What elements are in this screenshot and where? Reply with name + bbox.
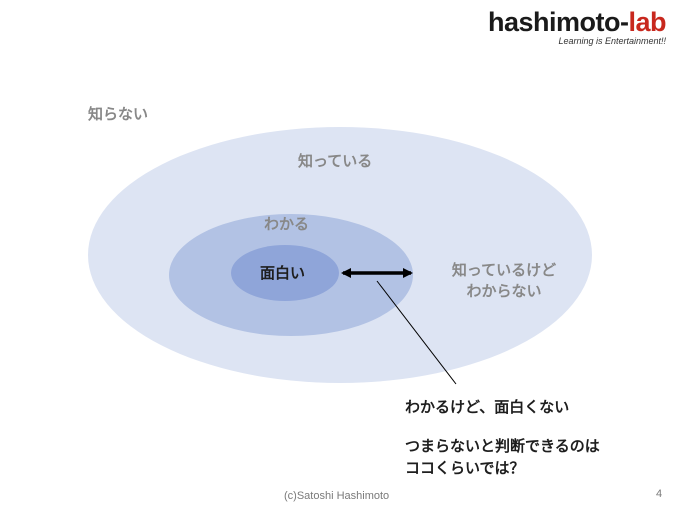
footer-copyright: (c)Satoshi Hashimoto (284, 490, 390, 502)
label-understanding: わかる (264, 215, 310, 233)
annotation-line-1: わかるけど、面白くない (405, 398, 570, 416)
logo-wordmark: hashimoto-lab (487, 7, 667, 37)
label-interesting: 面白い (260, 264, 306, 282)
logo-tagline: Learning is Entertainment!! (558, 36, 666, 46)
annotation-line-2: つまらないと判断できるのは (405, 437, 600, 455)
logo-main-text: hashimoto- (487, 7, 629, 37)
gap-label-line-1: 知っているけど (451, 261, 557, 279)
label-unknown: 知らない (88, 105, 149, 123)
logo: hashimoto-lab Learning is Entertainment!… (487, 7, 667, 46)
label-knowing-but-not-understanding: 知っているけど わからない (444, 260, 564, 302)
label-knowing: 知っている (298, 152, 373, 170)
logo-accent-text: lab (628, 7, 666, 37)
gap-label-line-2: わからない (466, 282, 542, 300)
interesting-ellipse (231, 245, 339, 301)
page-number: 4 (656, 488, 663, 500)
annotation-line-3: ココくらいでは？ (405, 459, 525, 477)
callout-line (376, 280, 457, 385)
